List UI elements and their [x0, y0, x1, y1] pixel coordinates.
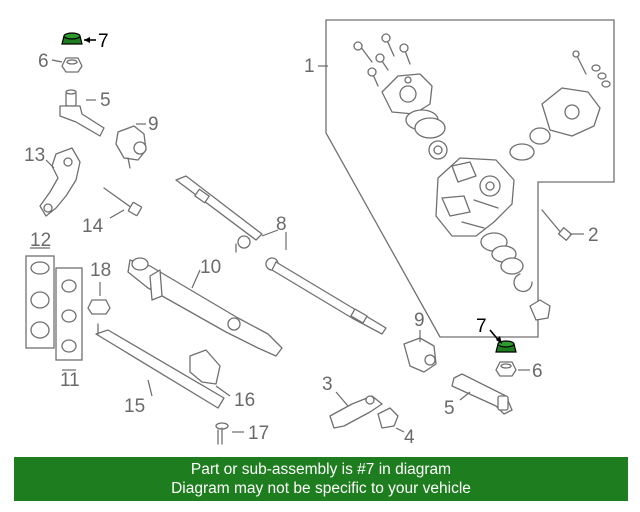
notice-line-disclaimer: Diagram may not be specific to your vehi… [171, 480, 471, 497]
callout-9-bottom: 9 [414, 310, 425, 331]
callout-16: 16 [234, 390, 255, 411]
tie-rod-end-bottom [451, 373, 513, 415]
steering-parts-diagram: 7 6 5 9 13 14 1 2 8 10 12 11 18 15 16 17… [24, 19, 615, 448]
adjuster-cover [541, 50, 611, 137]
notice-line-part: Part or sub-assembly is #7 in diagram [190, 461, 452, 478]
seal-ring [509, 143, 535, 161]
nut-bottom [495, 361, 517, 377]
callout-7-top: 7 [98, 31, 109, 52]
idler-bushing [377, 407, 399, 429]
diagram-notice-banner: Part or sub-assembly is #7 in diagram Di… [14, 457, 628, 501]
callout-4: 4 [404, 427, 415, 448]
callout-18: 18 [90, 260, 111, 281]
callout-5-bottom: 5 [444, 398, 455, 419]
callout-13: 13 [24, 145, 45, 166]
bushing-kit-small [55, 267, 83, 361]
pitman-arm [39, 147, 81, 217]
bushing-highlight-top [61, 32, 83, 45]
callout-7-bottom: 7 [476, 316, 487, 337]
callout-8: 8 [276, 214, 287, 235]
tie-rod-outer [265, 257, 387, 335]
idler-arm [329, 395, 383, 429]
steering-gear-assembly [325, 19, 615, 338]
bushing-highlight-bottom [495, 340, 517, 353]
bracket-bolt [215, 422, 229, 445]
callout-10: 10 [200, 257, 221, 278]
gear-cover-plug [529, 299, 551, 321]
callout-1: 1 [304, 56, 315, 77]
adjusting-sleeve-clamp-top [115, 125, 147, 169]
tie-rod-end-top [59, 89, 105, 137]
tie-rod-inner [175, 175, 263, 253]
gear-bolts [353, 33, 411, 87]
callout-6-top: 6 [38, 51, 49, 72]
callout-3: 3 [322, 374, 333, 395]
gear-assembly-frame [325, 19, 615, 338]
pitman-arm-bolt [103, 187, 143, 217]
seal-ring [414, 117, 446, 139]
nut-top [61, 57, 83, 73]
callout-9-top: 9 [148, 114, 159, 135]
callout-2: 2 [588, 225, 599, 246]
seal-ring [529, 127, 551, 145]
callout-15: 15 [124, 396, 145, 417]
center-link [127, 257, 283, 357]
valve-housing [381, 73, 433, 115]
callout-14: 14 [82, 216, 104, 237]
callout-5-top: 5 [100, 90, 111, 111]
gear-mounting-bolt [541, 209, 573, 241]
seal-ring [500, 257, 524, 275]
idler-bracket [189, 349, 221, 385]
callout-leaders [30, 37, 584, 433]
adjusting-sleeve-clamp-bottom [403, 337, 437, 373]
retaining-clip [513, 273, 533, 293]
nut-18 [87, 299, 111, 315]
callout-12: 12 [30, 230, 51, 251]
bushing-kit-large [25, 255, 55, 349]
callout-6-bottom: 6 [532, 361, 543, 382]
callout-17: 17 [248, 423, 269, 444]
drag-link [95, 323, 225, 409]
gear-housing [435, 157, 515, 237]
callout-11: 11 [60, 370, 80, 391]
